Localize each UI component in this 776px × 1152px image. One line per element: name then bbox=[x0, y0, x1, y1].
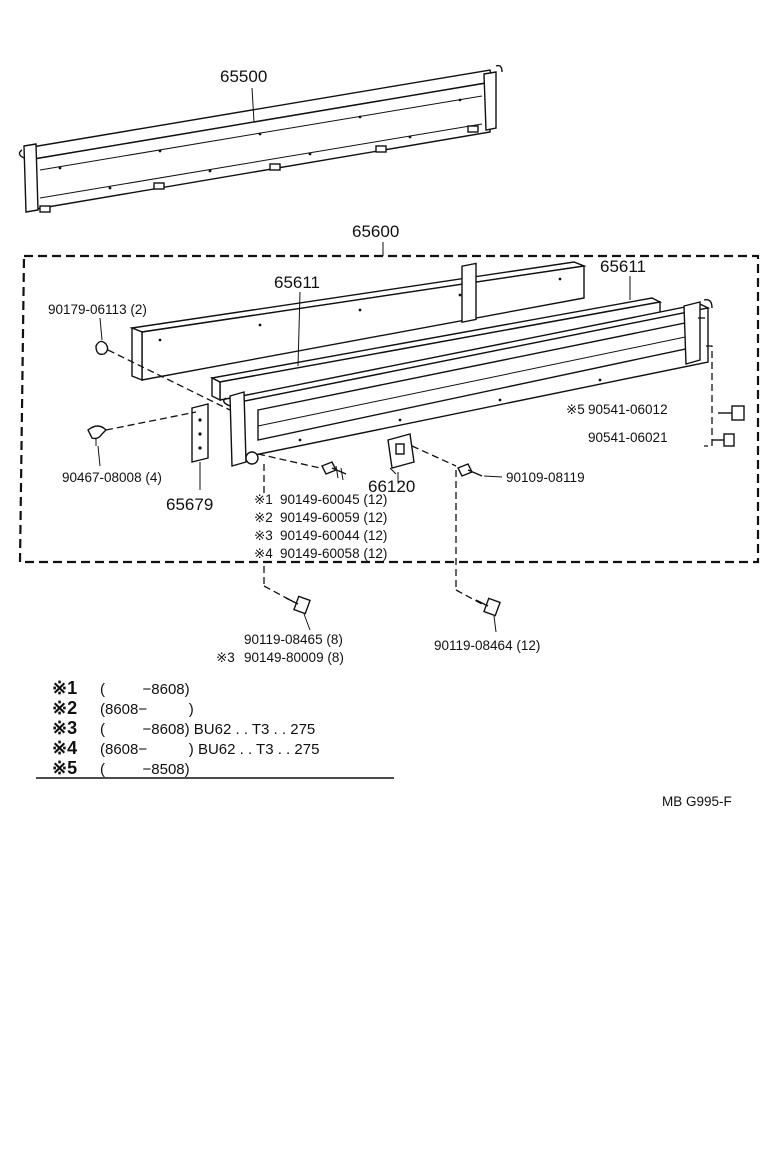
label-90179: 90179-06113 (2) bbox=[48, 302, 147, 317]
label-65611-rear: 65611 bbox=[274, 273, 320, 292]
middle-rail-65611 bbox=[209, 297, 663, 402]
notes-block: ※1 ( −8608) ※2 (8608− ) ※3 ( −8608) BU62… bbox=[36, 678, 394, 779]
note-3-text: ( −8608) BU62 . . T3 . . 275 bbox=[100, 721, 315, 738]
label-90119-08464: 90119-08464 (12) bbox=[434, 638, 540, 653]
bolt-90119-08465 bbox=[285, 595, 311, 615]
bracket-66120 bbox=[387, 433, 415, 475]
note-4-mark: ※4 bbox=[52, 738, 77, 758]
note-1-text: ( −8608) bbox=[100, 681, 190, 698]
label-65500: 65500 bbox=[220, 67, 267, 86]
label-90149-80009: 90149-80009 (8) bbox=[244, 650, 344, 665]
label-90467: 90467-08008 (4) bbox=[62, 470, 162, 485]
label-65611-front: 65611 bbox=[600, 257, 646, 276]
bolt-90541-06012 bbox=[718, 405, 745, 421]
bolt-90119-08464 bbox=[475, 597, 501, 617]
note-5-text: ( −8508) bbox=[100, 761, 190, 778]
assembly-boundary bbox=[18, 254, 760, 564]
figure-code: MB G995-F bbox=[662, 794, 732, 809]
label-90109: 90109-08119 bbox=[506, 470, 585, 485]
note-2-text: (8608− ) bbox=[100, 701, 194, 718]
front-frame bbox=[223, 262, 713, 467]
clip-90467 bbox=[87, 425, 107, 446]
hinge-65679 bbox=[191, 403, 209, 463]
screw-spec-2: 90149-60059 (12) bbox=[280, 510, 387, 525]
mark-2-small: ※2 bbox=[254, 510, 273, 525]
note-4-text: (8608− ) BU62 . . T3 . . 275 bbox=[100, 741, 319, 758]
label-65600: 65600 bbox=[352, 222, 399, 241]
mark-1-small: ※1 bbox=[254, 492, 273, 507]
note-5-mark: ※5 bbox=[52, 758, 77, 778]
side-panel-65500 bbox=[18, 64, 503, 213]
mark-5-small: ※5 bbox=[566, 402, 585, 417]
mark-3-small-b: ※3 bbox=[216, 650, 235, 665]
screw-spec-4: 90149-60058 (12) bbox=[280, 546, 387, 561]
mark-3-small: ※3 bbox=[254, 528, 273, 543]
bolt-90541-06021 bbox=[712, 433, 735, 447]
screw-spec-1: 90149-60045 (12) bbox=[280, 492, 387, 507]
mark-4-small: ※4 bbox=[254, 546, 273, 561]
note-1-mark: ※1 bbox=[52, 678, 77, 698]
clip-90179 bbox=[95, 340, 109, 356]
screw-90109 bbox=[457, 463, 483, 477]
label-90541-06021: 90541-06021 bbox=[588, 430, 668, 445]
label-66120: 66120 bbox=[368, 477, 415, 496]
note-3-mark: ※3 bbox=[52, 718, 77, 738]
label-90119-08465: 90119-08465 (8) bbox=[244, 632, 343, 647]
label-65679: 65679 bbox=[166, 495, 213, 514]
screw-spec-3: 90149-60044 (12) bbox=[280, 528, 387, 543]
note-2-mark: ※2 bbox=[52, 698, 77, 718]
screw-90149-group bbox=[321, 461, 347, 481]
label-90541-06012: 90541-06012 bbox=[588, 402, 668, 417]
